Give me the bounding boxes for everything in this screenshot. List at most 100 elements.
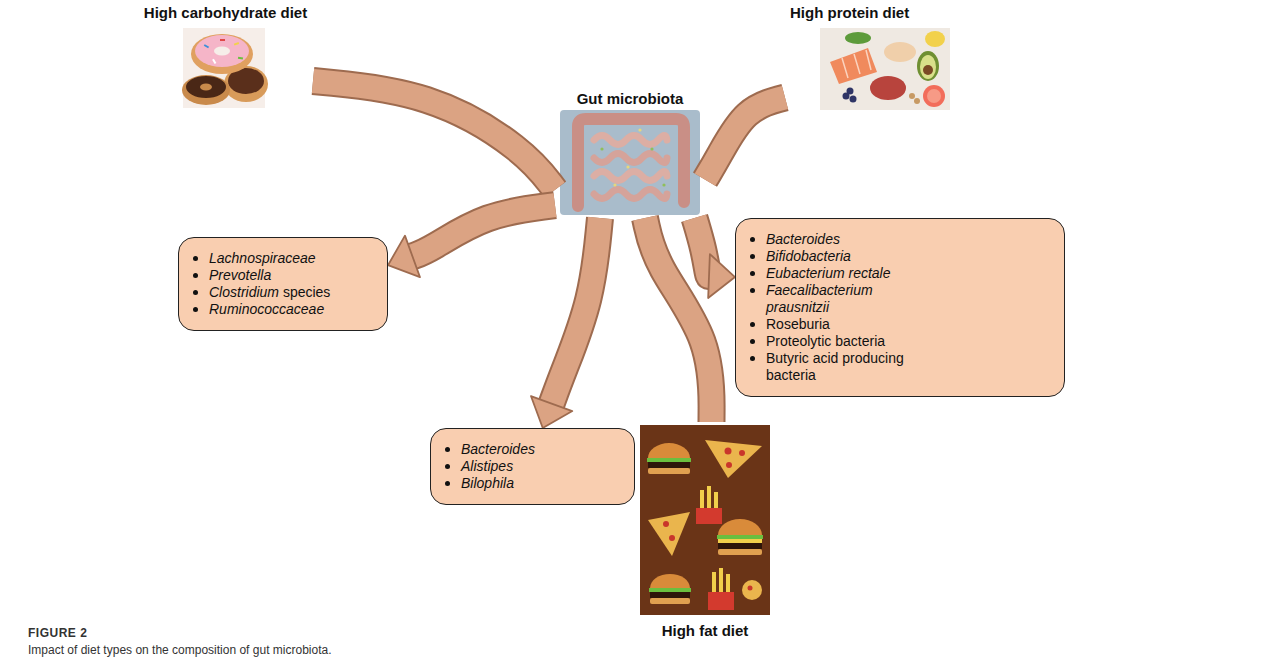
- picture-ground: [640, 425, 770, 615]
- sprinkle: [204, 44, 209, 48]
- bacteria-name: Clostridium species: [209, 284, 330, 301]
- bullet-dot: [445, 481, 450, 486]
- intestine-picture: [560, 110, 700, 215]
- list-item: Proteolytic bacteria: [748, 333, 1052, 350]
- blueberry: [850, 96, 857, 103]
- salmon: [830, 48, 877, 84]
- diet-picture: High carbohydrate diet: [138, 4, 313, 114]
- figure-caption: Impact of diet types on the composition …: [28, 643, 332, 658]
- large-intestine: [578, 119, 684, 206]
- grapefruit-flesh: [927, 89, 941, 103]
- picture-ground: [560, 110, 700, 215]
- burger-lettuce: [717, 535, 763, 539]
- sprinkle: [212, 59, 216, 64]
- diet-arrow: [531, 218, 600, 428]
- list-item: Bacteroides: [748, 231, 1052, 248]
- arrow-band-outline: [412, 205, 555, 256]
- burger-patty: [648, 462, 690, 468]
- picture-ground: [820, 28, 950, 110]
- fries-box: [708, 592, 734, 610]
- avocado-pit: [923, 65, 933, 75]
- nut: [914, 98, 920, 104]
- pepperoni: [725, 448, 732, 455]
- list-item: Ruminococcaceae: [191, 301, 375, 318]
- burger-bun: [718, 549, 762, 555]
- list-item: Eubacterium rectale: [748, 265, 1052, 282]
- list-item: Bifidobacteria: [748, 248, 1052, 265]
- sprinkle: [238, 57, 243, 60]
- bacteria-name: Eubacterium rectale: [766, 265, 936, 282]
- gut-picture: Gut microbiota: [555, 90, 705, 218]
- small-intestine: [594, 154, 667, 163]
- diet-label: Gut microbiota: [577, 90, 684, 108]
- sprinkle: [234, 42, 239, 46]
- burger-patty: [650, 592, 690, 598]
- list-item: Clostridium species: [191, 284, 375, 301]
- bullet-dot: [750, 271, 755, 276]
- burger-patty: [718, 543, 762, 549]
- protein-food-picture: [820, 28, 950, 110]
- list-item: Prevotella: [191, 267, 375, 284]
- list-item: Bacteroides: [443, 441, 622, 458]
- blueberry: [847, 88, 854, 95]
- list-item: Faecalibacterium prausnitzii: [748, 282, 1052, 316]
- diet-arrow: [705, 98, 785, 180]
- arrow-band-outline: [313, 81, 555, 190]
- bacteria-name: Alistipes: [461, 458, 513, 475]
- bullet-dot: [445, 447, 450, 452]
- arrow-head: [531, 396, 572, 428]
- arrow-band: [645, 218, 712, 422]
- donut-hole: [214, 47, 230, 56]
- list-item: Lachnospiraceae: [191, 250, 375, 267]
- pizza-slice: [648, 512, 690, 556]
- donut-picture: [182, 28, 268, 108]
- lemon: [925, 31, 945, 47]
- bacteria-name: Bifidobacteria: [766, 248, 936, 265]
- avocado: [917, 51, 939, 81]
- diet-picture: High protein diet: [785, 4, 955, 114]
- list-item: Butyric acid producing bacteria: [748, 350, 1052, 384]
- diet-label: High protein diet: [790, 4, 909, 22]
- pepperoni: [748, 586, 753, 591]
- bacteria-name: Bacteroides: [766, 231, 936, 248]
- bullet-dot: [750, 356, 755, 361]
- bullet-dot: [750, 339, 755, 344]
- pepperoni: [739, 450, 745, 456]
- microbe-dot: [650, 147, 653, 150]
- arrow-band-outline: [552, 218, 600, 404]
- list-item: Alistipes: [443, 458, 622, 475]
- microbe-dot: [600, 147, 603, 150]
- burger-bun: [648, 443, 690, 458]
- pepperoni: [663, 521, 669, 527]
- bacteria-name: Roseburia: [766, 316, 936, 333]
- microbe-dot: [613, 183, 616, 186]
- burger-lettuce: [647, 458, 691, 462]
- avocado-flesh: [920, 55, 936, 79]
- steak: [870, 76, 906, 100]
- list-item: Roseburia: [748, 316, 1052, 333]
- bacteria-name: Proteolytic bacteria: [766, 333, 936, 350]
- diet-label: High carbohydrate diet: [144, 4, 307, 22]
- arrow-band: [313, 81, 555, 190]
- burger-bun: [648, 468, 690, 474]
- diet-picture: High fat diet: [640, 422, 770, 640]
- nut: [909, 93, 915, 99]
- diet-arrow: [388, 205, 555, 277]
- arrow-band: [552, 218, 600, 404]
- bullet-dot: [750, 237, 755, 242]
- diet-arrow: [313, 81, 555, 190]
- arrow-band-outline: [695, 218, 710, 276]
- chicken: [884, 42, 916, 62]
- bullet-dot: [193, 273, 198, 278]
- small-intestine: [594, 190, 667, 199]
- bacteria-name: Butyric acid producing bacteria: [766, 350, 936, 384]
- bacteria-name: Prevotella: [209, 267, 271, 284]
- arrow-head: [708, 254, 735, 298]
- salmon-stripes: [842, 50, 871, 78]
- burger-lettuce: [649, 588, 691, 592]
- diet-arrow: [645, 218, 712, 422]
- list-item: Bilophila: [443, 475, 622, 492]
- bacteria-box: BacteroidesAlistipesBilophila: [430, 428, 635, 505]
- fast-food-picture: [640, 425, 770, 615]
- bullet-dot: [750, 254, 755, 259]
